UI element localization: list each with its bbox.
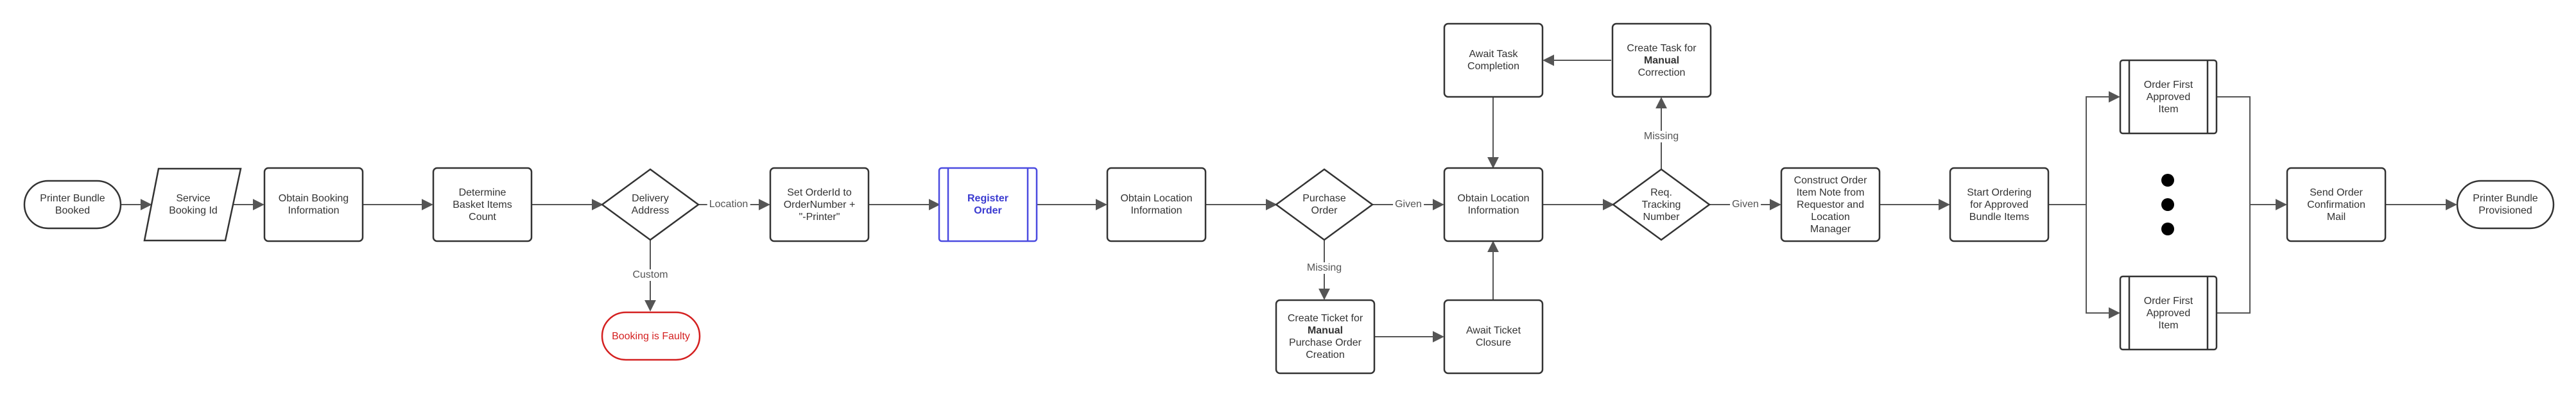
await-ticket-label: Await Ticket Closure (1465, 325, 1521, 348)
order-first-1-label: Order First Approved Item (2143, 79, 2193, 115)
booking-faulty-terminator-shape (601, 311, 701, 361)
edge-order-first-1-merge (2217, 96, 2251, 205)
register-order-subprocess-shape (938, 167, 1038, 242)
edge-order-first-2-merge (2217, 205, 2251, 314)
await-task-label: Await Task Completion (1467, 49, 1519, 72)
send-mail-shape (2286, 167, 2387, 242)
register-order-label: Register Order (967, 193, 1009, 216)
tracking-number-label: Req. Tracking Number (1641, 187, 1681, 223)
obtain-booking-shape (263, 167, 364, 242)
start-label: Printer Bundle Booked (40, 193, 105, 216)
create-ticket-label-bold: Manual (1307, 325, 1344, 336)
obtain-location-2-shape (1443, 167, 1544, 242)
edge-label-custom: Custom (630, 269, 670, 281)
delivery-address-diamond (600, 168, 700, 241)
construct-note-label: Construct Order Item Note from Requestor… (1794, 174, 1867, 235)
tracking-number-diamond (1611, 168, 1711, 241)
edge-label-given-2: Given (1730, 199, 1761, 210)
create-ticket-shape (1275, 299, 1376, 375)
ellipsis-dot-2 (2161, 198, 2174, 211)
create-task-shape (1611, 22, 1712, 98)
create-task-label-bold: Manual (1643, 55, 1680, 66)
edge-label-given-1: Given (1393, 199, 1424, 210)
obtain-location-1-label: Obtain Location Information (1120, 193, 1193, 216)
obtain-location-2-label: Obtain Location Information (1457, 193, 1530, 216)
delivery-address-label: Delivery Address (631, 193, 670, 216)
edge-label-location: Location (707, 199, 750, 210)
order-first-2-label: Order First Approved Item (2143, 295, 2193, 331)
ellipsis-dot-3 (2161, 223, 2174, 235)
purchase-order-diamond (1274, 168, 1374, 241)
obtain-booking-label: Obtain Booking Information (278, 193, 349, 216)
basket-count-shape (432, 167, 533, 242)
booking-faulty-label: Booking is Faulty (612, 330, 690, 342)
set-orderid-label: Set OrderId to OrderNumber + "-Printer" (783, 187, 856, 223)
basket-count-label: Determine Basket Items Count (453, 187, 512, 223)
purchase-order-label: Purchase Order (1302, 193, 1346, 216)
create-ticket-label-prefix: Create Ticket for (1287, 313, 1363, 324)
create-ticket-label-suffix: Purchase Order Creation (1289, 337, 1361, 360)
create-task-label: Create Task for Manual Correction (1612, 24, 1711, 97)
end-label: Printer Bundle Provisioned (2473, 193, 2538, 216)
edge-start-ordering-to-order-first-2 (2086, 205, 2120, 319)
start-ordering-label: Start Ordering for Approved Bundle Items (1967, 187, 2032, 223)
set-orderid-shape (769, 167, 870, 242)
end-terminator-shape (2456, 180, 2555, 230)
create-task-label-prefix: Create Task for (1627, 42, 1697, 54)
await-ticket-shape (1443, 299, 1544, 375)
edge-start-ordering-to-order-first-1 (2048, 91, 2120, 205)
service-booking-id-parallelogram (143, 167, 242, 242)
create-task-label-suffix: Correction (1638, 67, 1686, 78)
order-first-2-subprocess-shape (2119, 275, 2218, 351)
create-ticket-label: Create Ticket for Manual Purchase Order … (1276, 300, 1374, 373)
ellipsis-dot-1 (2161, 174, 2174, 187)
send-mail-label: Send Order Confirmation Mail (2307, 187, 2365, 223)
edge-label-missing-1: Missing (1304, 262, 1344, 274)
construct-note-shape (1780, 167, 1881, 242)
shapes (23, 22, 2555, 375)
await-task-shape (1443, 22, 1544, 98)
start-terminator-shape (23, 180, 122, 230)
edge-label-missing-2: Missing (1641, 131, 1681, 142)
service-booking-id-label: Service Booking Id (169, 193, 218, 216)
start-ordering-shape (1949, 167, 2050, 242)
order-first-1-subprocess-shape (2119, 59, 2218, 135)
obtain-location-1-shape (1106, 167, 1207, 242)
